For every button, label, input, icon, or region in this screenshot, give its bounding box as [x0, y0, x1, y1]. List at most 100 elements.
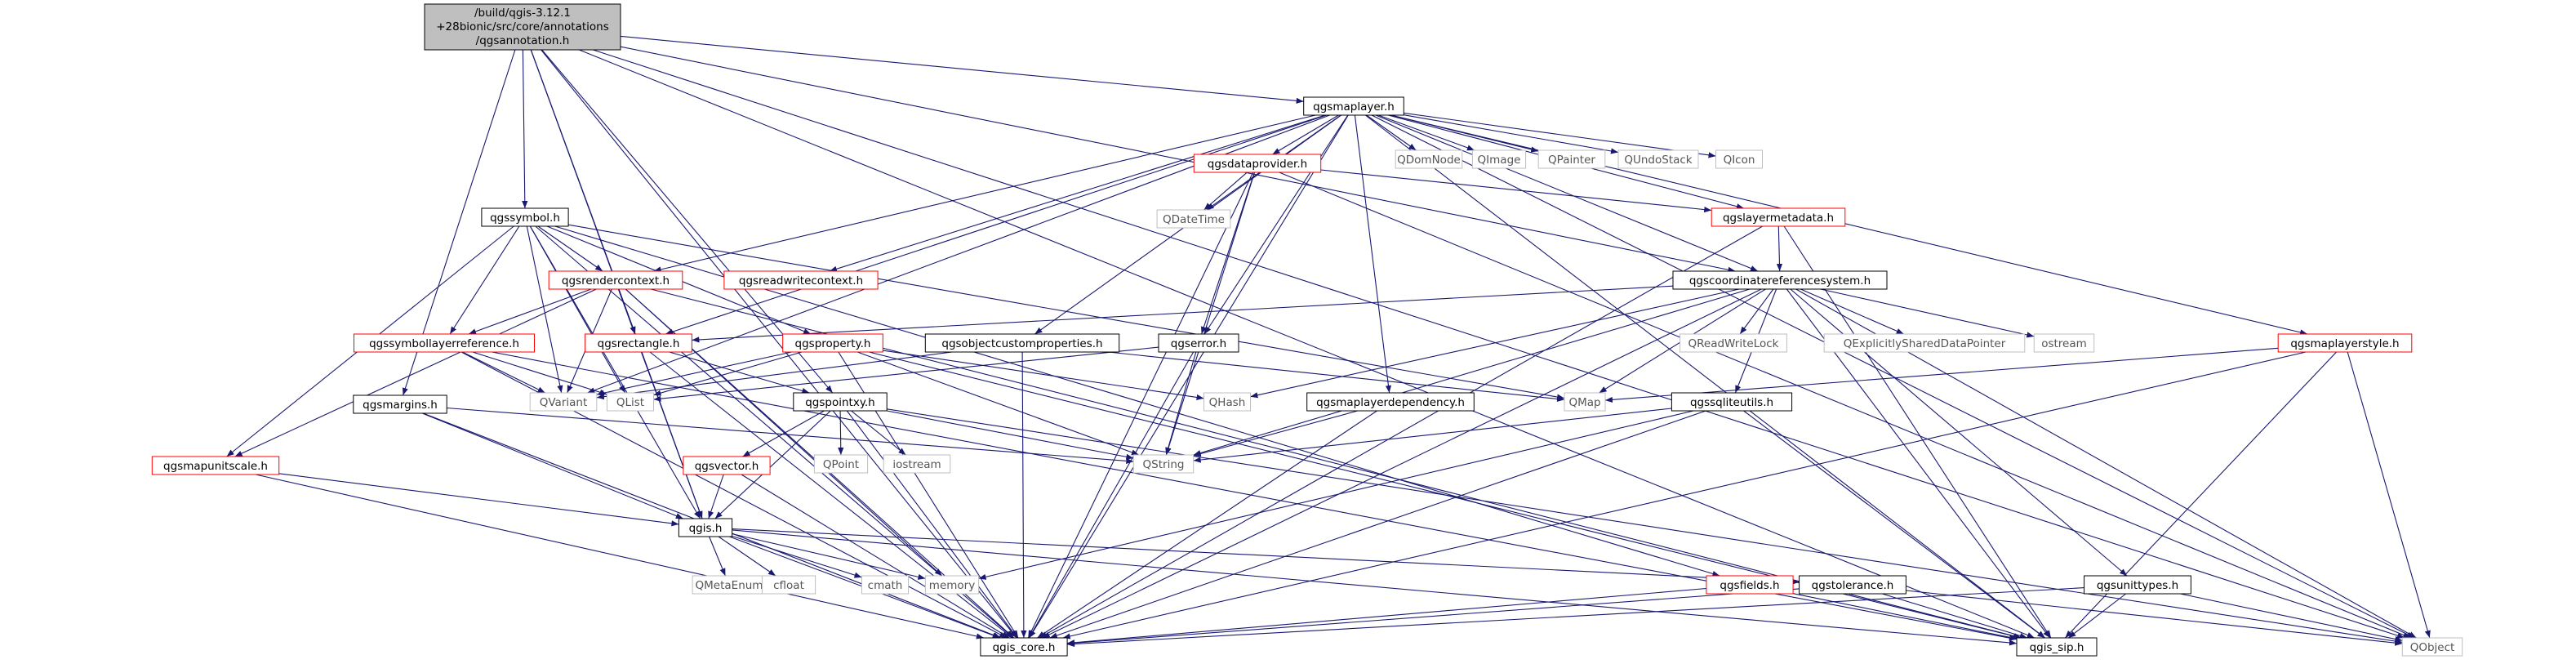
edge-qgis-to-memory — [732, 533, 926, 580]
node-qgserror[interactable]: qgserror.h — [1158, 333, 1239, 353]
node-qpainter: QPainter — [1537, 149, 1606, 169]
node-qgspointxy[interactable]: qgspointxy.h — [793, 392, 888, 412]
node-label-cmath: cmath — [868, 579, 903, 592]
node-label-qobject: QObject — [2410, 641, 2455, 654]
node-qgsobjectcustomproperties[interactable]: qgsobjectcustomproperties.h — [924, 333, 1120, 353]
edge-qgsproperty-to-qgis_core — [838, 351, 1019, 639]
node-label-ostream: ostream — [2041, 337, 2087, 350]
node-qgsvector[interactable]: qgsvector.h — [683, 456, 771, 475]
node-label-qstring: QString — [1143, 458, 1185, 471]
node-label-qundostack: QUndoStack — [1624, 154, 1692, 167]
node-qstring: QString — [1132, 454, 1195, 474]
edge-qgstolerance-to-qobject — [1906, 590, 2403, 646]
edge-qgspointxy-to-qstring — [887, 410, 1134, 460]
edge-qgsobjectcustomproperties-to-qgis_core — [1021, 351, 1027, 639]
node-label-iostream: iostream — [892, 458, 941, 471]
node-label-qdomnode: QDomNode — [1397, 154, 1461, 167]
node-qgsreadwritecontext[interactable]: qgsreadwritecontext.h — [723, 270, 879, 290]
node-label-qgsmapunitscale: qgsmapunitscale.h — [163, 460, 268, 473]
edge-qgsdataprovider-to-qstring — [1165, 172, 1256, 456]
node-qgssqliteutils[interactable]: qgssqliteutils.h — [1671, 392, 1793, 412]
edge-qgsmapunitscale-to-qgis_core — [255, 474, 985, 639]
edge-qgsrendercontext-to-qgsmapunitscale — [234, 288, 597, 457]
edge-qgsvector-to-qgis_core — [741, 474, 1010, 639]
edge-qgssqliteutils-to-qstring — [1193, 408, 1672, 463]
node-label-qgssymbol: qgssymbol.h — [490, 212, 560, 225]
edge-qgis-to-cfloat — [718, 536, 776, 577]
node-label-qgsfields: qgsfields.h — [1720, 579, 1779, 592]
header-nodes: /build/qgis-3.12.1+28bionic/src/core/ann… — [151, 3, 2463, 657]
edge-qgserror-to-qlist — [653, 346, 1159, 402]
node-qhash: QHash — [1203, 392, 1251, 412]
edge-qgssymbollayerreference-to-qlist — [472, 351, 607, 395]
edge-qgsmaplayer-to-qgsmaplayerstyle — [1390, 114, 2308, 336]
node-qgsrendercontext[interactable]: qgsrendercontext.h — [548, 270, 683, 290]
edge-qgsmapunitscale-to-qgis — [278, 473, 679, 527]
edge-qgsmargins-to-qgis — [421, 412, 684, 519]
edge-qgspointxy-to-qgis — [714, 410, 831, 519]
node-label-qgscrs: qgscoordinatereferencesystem.h — [1689, 274, 1871, 287]
node-qgsfields[interactable]: qgsfields.h — [1706, 575, 1794, 595]
edge-qgscrs-to-qgsunittypes — [1790, 288, 2128, 577]
edge-qgscrs-to-qgis_core — [1042, 288, 1762, 639]
edge-qgscrs-to-qhash — [1250, 288, 1740, 399]
node-cfloat: cfloat — [761, 575, 816, 595]
node-qgsmargins[interactable]: qgsmargins.h — [353, 394, 447, 414]
node-qgsproperty[interactable]: qgsproperty.h — [782, 333, 883, 353]
dependency-edges — [226, 35, 2431, 648]
node-qgssymbollayerreference[interactable]: qgssymbollayerreference.h — [354, 333, 535, 353]
node-qgsrectangle[interactable]: qgsrectangle.h — [585, 333, 692, 353]
edge-qgsmaplayer-to-qimage — [1377, 114, 1475, 151]
node-qgslayermetadata[interactable]: qgslayermetadata.h — [1711, 207, 1846, 227]
edge-qgspointxy-to-iostream — [851, 410, 906, 456]
node-qgscrs[interactable]: qgscoordinatereferencesystem.h — [1672, 270, 1888, 290]
edge-qgsdataprovider-to-qgis_core — [1027, 172, 1254, 639]
node-qimage: QImage — [1471, 149, 1527, 169]
node-qexplicitly: QExplicitlySharedDataPointer — [1823, 333, 2026, 353]
node-qdomnode: QDomNode — [1395, 149, 1463, 169]
node-qgsmaplayerstyle[interactable]: qgsmaplayerstyle.h — [2277, 333, 2413, 353]
edge-qgssymbollayerreference-to-qgis_sip — [492, 351, 2018, 641]
edge-qgis-to-cmath — [732, 535, 862, 578]
node-label-qgsobjectcustomproperties: qgsobjectcustomproperties.h — [941, 337, 1102, 350]
node-ostream: ostream — [2033, 333, 2095, 353]
node-qreadwritelock: QReadWriteLock — [1680, 333, 1787, 353]
edge-qgsrendercontext-to-qgssymbollayerreference — [468, 288, 592, 335]
node-label-qgsvector: qgsvector.h — [695, 460, 759, 473]
edge-qgsproperty-to-qlist — [653, 351, 803, 396]
edge-qgspointxy-to-qobject — [887, 408, 2403, 644]
node-qgssymbol[interactable]: qgssymbol.h — [481, 207, 569, 227]
edge-qgspointxy-to-qgis_core — [846, 410, 1018, 639]
edge-qgis-to-qmetaenum — [709, 536, 726, 577]
edge-qgsmaplayer-to-qgsrendercontext — [653, 114, 1316, 273]
node-qgstolerance[interactable]: qgstolerance.h — [1799, 575, 1906, 595]
node-label-qdatetime: QDateTime — [1163, 213, 1225, 226]
edge-qgssymbol-to-qvariant — [526, 225, 563, 394]
node-label-qgis: qgis.h — [689, 522, 723, 535]
node-qgsmaplayer[interactable]: qgsmaplayer.h — [1303, 96, 1404, 116]
edge-qgsmaplayer-to-qgserror — [1203, 114, 1349, 335]
node-label-qvariant: QVariant — [540, 396, 588, 409]
node-label-qicon: QIcon — [1724, 154, 1755, 167]
edge-qgsmaplayer-to-qgsrectangle — [665, 114, 1327, 335]
edge-qgsunittypes-to-qobject — [2180, 593, 2403, 642]
edge-qgsmaplayer-to-qgsmaplayerdependency — [1354, 114, 1392, 394]
edge-qgscrs-to-ostream — [1820, 288, 2035, 338]
edge-qgssqliteutils-to-qgis_sip — [1743, 410, 2045, 639]
node-qgsdataprovider[interactable]: qgsdataprovider.h — [1193, 154, 1322, 173]
node-qgsmapunitscale[interactable]: qgsmapunitscale.h — [151, 456, 280, 475]
edge-root-to-qgsmaplayer — [620, 35, 1304, 104]
edge-qgsdataprovider-to-qobject — [1279, 172, 2411, 639]
node-label-qgssqliteutils: qgssqliteutils.h — [1690, 396, 1773, 409]
node-qgsunittypes[interactable]: qgsunittypes.h — [2084, 575, 2191, 595]
node-label-qpoint: QPoint — [823, 458, 859, 471]
node-qgis_core[interactable]: qgis_core.h — [980, 637, 1068, 657]
node-qgis[interactable]: qgis.h — [678, 518, 733, 537]
node-qmetaenum: QMetaEnum — [692, 575, 767, 595]
node-qgsmaplayerdependency[interactable]: qgsmaplayerdependency.h — [1306, 392, 1475, 412]
node-qgis_sip[interactable]: qgis_sip.h — [2016, 637, 2098, 657]
edge-qgstolerance-to-qgis_sip — [1882, 593, 2027, 639]
node-label-qgssymbollayerreference: qgssymbollayerreference.h — [369, 337, 519, 350]
edge-qgsmaplayerstyle-to-qgis_core — [1062, 351, 2307, 639]
